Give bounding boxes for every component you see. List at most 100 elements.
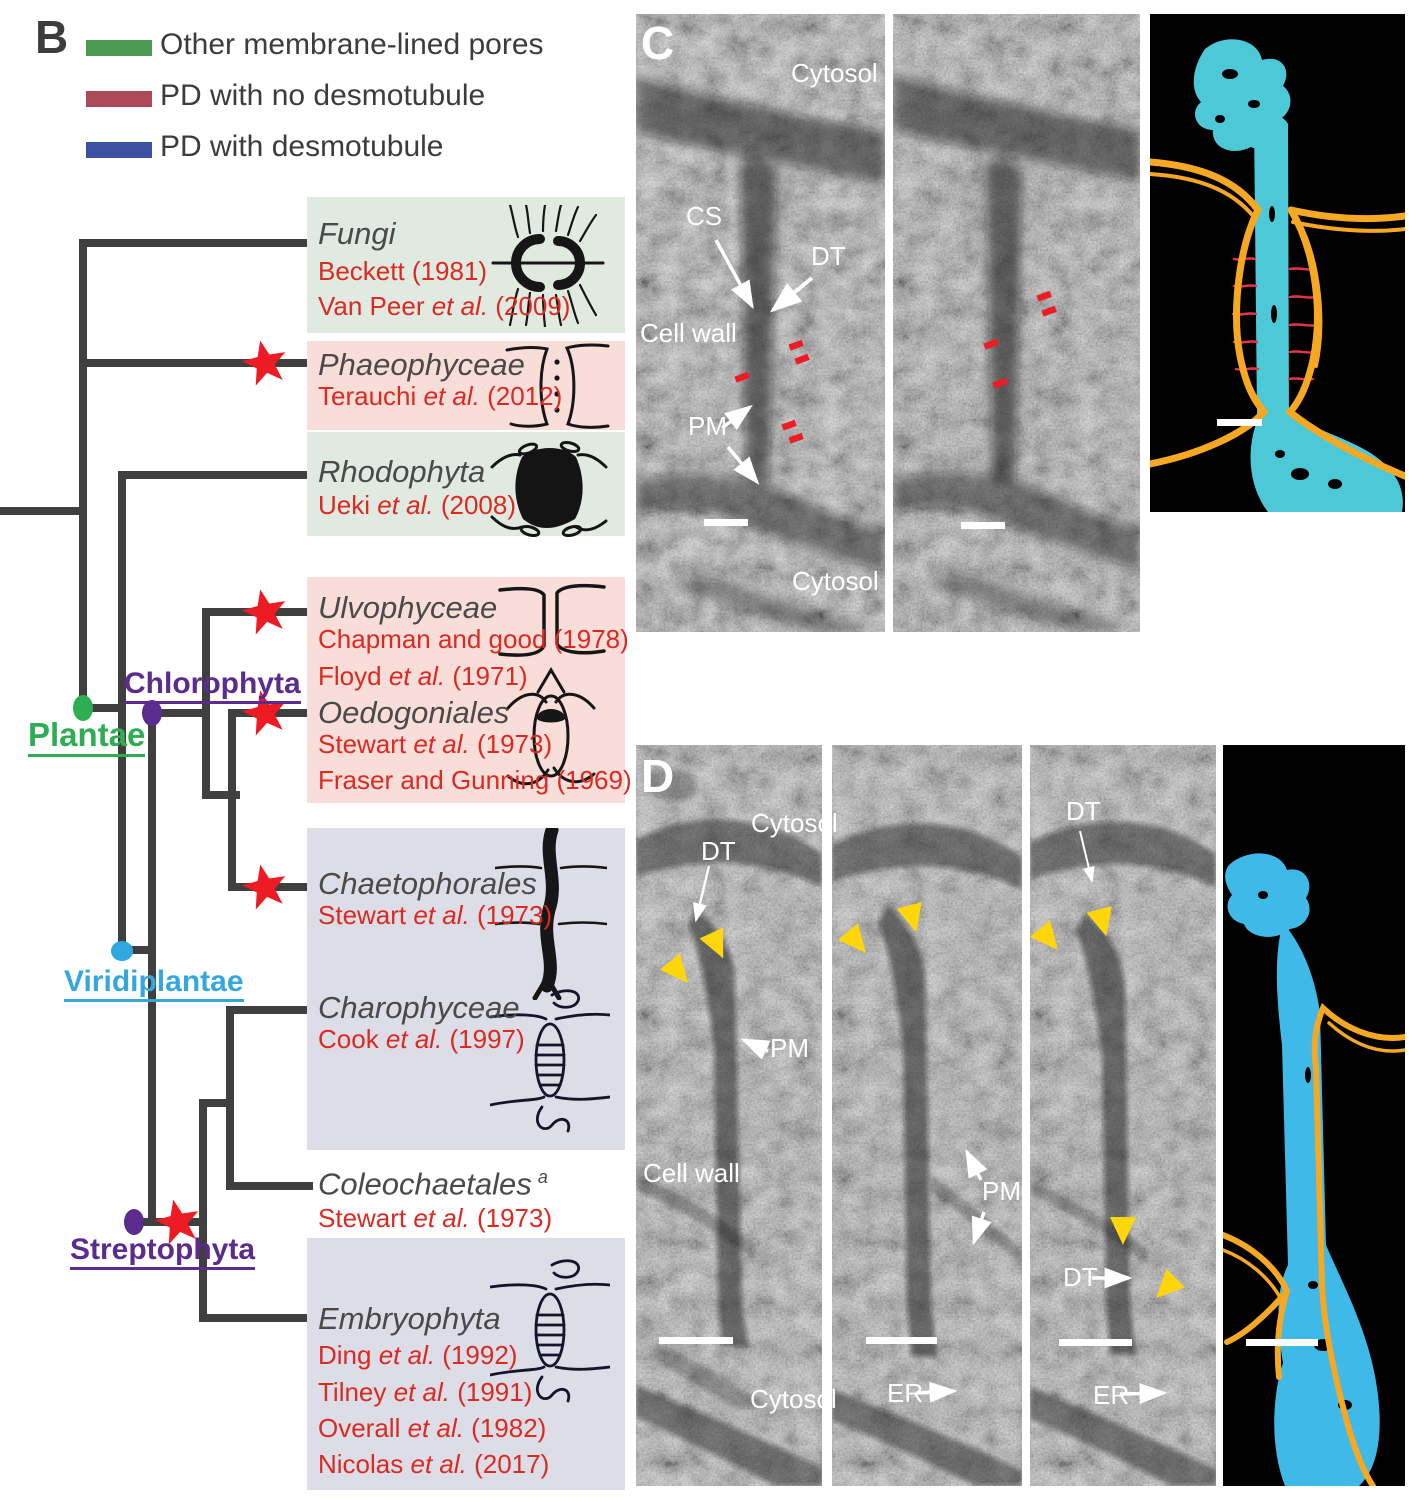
- tree-clade-v7: [226, 1006, 234, 1190]
- connector-v4-v5: [202, 791, 240, 799]
- chaetophorales-pore-sketch: [495, 828, 607, 1000]
- legend-label-membrane-pores: Other membrane-lined pores: [160, 28, 544, 61]
- dt-label: DT: [811, 241, 846, 271]
- pm-label: PM: [688, 411, 727, 441]
- reference: Stewart et al. (1973): [318, 1203, 553, 1233]
- branch-fungi: [79, 239, 313, 247]
- branch-phaeophyceae: [79, 359, 313, 367]
- reference: Cook et al. (1997): [318, 1024, 525, 1054]
- panel-d-tomogram-slice-3: [1030, 745, 1216, 1486]
- reference: Stewart et al. (1973): [318, 900, 553, 930]
- taxa-box-embryophyta: [307, 1238, 625, 1490]
- connector-plantae: [83, 704, 126, 712]
- fungi-pore-sketch: [491, 205, 605, 327]
- dt-label: DT: [701, 836, 736, 866]
- branch-charophyceae: [226, 1006, 313, 1014]
- taxon-name-charophyceae: Charophyceae: [318, 990, 520, 1025]
- legend-label-pd-no-desmotubule: PD with no desmotubule: [160, 79, 486, 112]
- cell-wall-label: Cell wall: [640, 318, 737, 348]
- branch-coleochaetales: [226, 1182, 313, 1190]
- legend-swatch-pd-desmotubule: [86, 142, 152, 158]
- panel-b-label: B: [35, 11, 69, 63]
- taxa-box-ulvophyceae-oedogoniales: [307, 577, 625, 803]
- node-dot-plantae: [73, 695, 93, 721]
- ulvophyceae-pore-sketch: [498, 583, 606, 657]
- oedogoniales-pore-sketch: [506, 667, 596, 786]
- reference: Nicolas et al. (2017): [318, 1449, 550, 1479]
- reference: Floyd et al. (1971): [318, 661, 528, 691]
- taxon-name-text: Coleochaetales: [318, 1166, 532, 1202]
- node-dot-viridiplantae: [111, 941, 133, 961]
- tree-trunk-v2: [118, 471, 126, 946]
- connector-chlorophyta: [152, 709, 210, 717]
- scale-bar: [1246, 1339, 1318, 1346]
- tree-root-line: [0, 507, 87, 515]
- connector-v6-v7: [199, 1099, 234, 1107]
- legend-label-pd-desmotubule: PD with desmotubule: [160, 130, 444, 163]
- charophyceae-pd-sketch: [490, 989, 610, 1133]
- branch-embryophyta: [199, 1314, 313, 1322]
- legend-swatch-pd-no-desmotubule: [86, 91, 152, 107]
- clade-label-streptophyta: Streptophyta: [70, 1234, 256, 1270]
- cytosol-label: Cytosol: [751, 808, 838, 838]
- connector-viridiplantae: [122, 946, 156, 954]
- taxon-name-fungi: Fungi: [318, 216, 396, 251]
- clade-label-viridiplantae: Viridiplantae: [64, 966, 244, 1002]
- tree-clade-v4: [202, 608, 210, 799]
- er-label: ER: [1093, 1380, 1130, 1410]
- legend-swatch-membrane-pores: [86, 40, 152, 56]
- reference: Fraser and Gunning (1969): [318, 765, 632, 795]
- panel-d-tomogram-slice-2: [832, 745, 1022, 1486]
- taxon-name-rhodophyta: Rhodophyta: [318, 454, 486, 489]
- panel-d-label: D: [641, 750, 675, 802]
- reference: Tilney et al. (1991): [318, 1377, 533, 1407]
- rhodophyta-pit-plug-sketch: [490, 440, 608, 538]
- scale-bar: [1059, 1339, 1132, 1346]
- scale-bar: [659, 1337, 733, 1344]
- scale-bar: [704, 519, 748, 526]
- cell-wall-label: Cell wall: [643, 1158, 740, 1188]
- taxon-name-ulvophyceae: Ulvophyceae: [318, 590, 498, 625]
- reference: Ding et al. (1992): [318, 1340, 518, 1370]
- reference: Overall et al. (1982): [318, 1413, 547, 1443]
- taxon-name-chaetophorales: Chaetophorales: [318, 866, 537, 901]
- taxon-name-coleochaetales: Coleochaetales a: [318, 1168, 548, 1199]
- tree-clade-v6: [199, 1099, 207, 1322]
- pm-label: PM: [770, 1033, 809, 1063]
- reference: Stewart et al. (1973): [318, 729, 553, 759]
- scale-bar: [866, 1337, 937, 1344]
- tree-clade-v5: [228, 709, 236, 891]
- cs-label: CS: [686, 201, 723, 231]
- reference: Chapman and good (1978): [318, 624, 629, 654]
- dt-label: DT: [1063, 1262, 1098, 1292]
- scale-bar: [961, 522, 1005, 529]
- scale-bar: [1217, 419, 1262, 426]
- reference: Beckett (1981): [318, 256, 488, 286]
- cytosol-label: Cytosol: [750, 1384, 837, 1414]
- embryophyta-pd-sketch: [490, 1259, 610, 1403]
- tree-trunk-v3: [148, 713, 156, 1226]
- panel-c-label: C: [641, 17, 675, 69]
- phaeophyceae-pore-sketch: [505, 343, 610, 429]
- er-label: ER: [887, 1378, 924, 1408]
- clade-label-plantae: Plantae: [28, 717, 146, 757]
- taxon-name-oedogoniales: Oedogoniales: [318, 695, 510, 730]
- panel-c-tomogram-slice-1: [636, 14, 885, 632]
- reference: Van Peer et al. (2009): [318, 291, 571, 321]
- branch-rhodophyta: [118, 471, 313, 479]
- pm-label: PM: [982, 1176, 1021, 1206]
- panel-d-3d-reconstruction: [1223, 745, 1405, 1486]
- panel-c-3d-reconstruction: [1150, 14, 1405, 512]
- panel-c-tomogram-slice-2: [893, 14, 1140, 632]
- reference: Terauchi et al. (2012): [318, 381, 563, 411]
- taxa-box-chaetophorales-charophyceae: [307, 828, 625, 1150]
- reference: Ueki et al. (2008): [318, 490, 517, 520]
- clade-label-chlorophyta: Chlorophyta: [124, 668, 301, 704]
- node-dot-streptophyta: [124, 1209, 144, 1235]
- node-dot-chlorophyta: [142, 700, 162, 726]
- cytosol-label: Cytosol: [792, 566, 879, 596]
- dt-label: DT: [1066, 796, 1101, 826]
- tree-trunk-v1: [79, 239, 87, 704]
- taxon-superscript: a: [537, 1167, 548, 1187]
